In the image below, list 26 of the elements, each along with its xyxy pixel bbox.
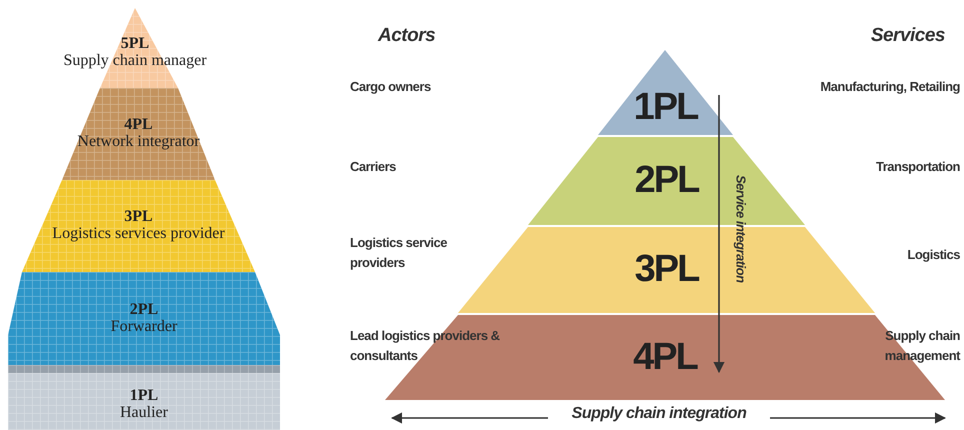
pyramid-tier	[8, 272, 280, 365]
actor-label: Logistics service providers	[350, 234, 448, 272]
tier-label: Logistics services provider	[52, 226, 225, 243]
column-heading: Actors	[378, 24, 436, 48]
column-heading: Services	[870, 24, 945, 48]
tier-number: 3PL	[124, 209, 153, 226]
tier-number: 5PL	[120, 36, 150, 53]
service-label: Manufacturing, Retailing	[819, 78, 960, 96]
tier-label: Network integrator	[77, 134, 200, 151]
actor-label: Cargo owners	[350, 78, 432, 96]
tier-number: 1PL	[130, 388, 158, 404]
axis-label: Service integration	[732, 175, 750, 283]
pyramid-tier	[598, 50, 733, 135]
tier-label: Forwarder	[110, 318, 178, 336]
service-label: Logistics	[906, 246, 960, 264]
tier-number: 2PL	[634, 161, 698, 201]
tier-label: Supply chain manager	[63, 53, 207, 70]
tier-label: Haulier	[120, 404, 168, 422]
service-label: Transportation	[874, 158, 960, 176]
tier-number: 3PL	[634, 250, 698, 290]
tier-number: 4PL	[633, 338, 697, 378]
tier-number: 1PL	[634, 88, 698, 128]
tier-number: 4PL	[124, 117, 153, 134]
pyramid-tier	[8, 365, 280, 430]
tier-number: 2PL	[130, 302, 158, 318]
actor-label: Carriers	[350, 158, 397, 176]
